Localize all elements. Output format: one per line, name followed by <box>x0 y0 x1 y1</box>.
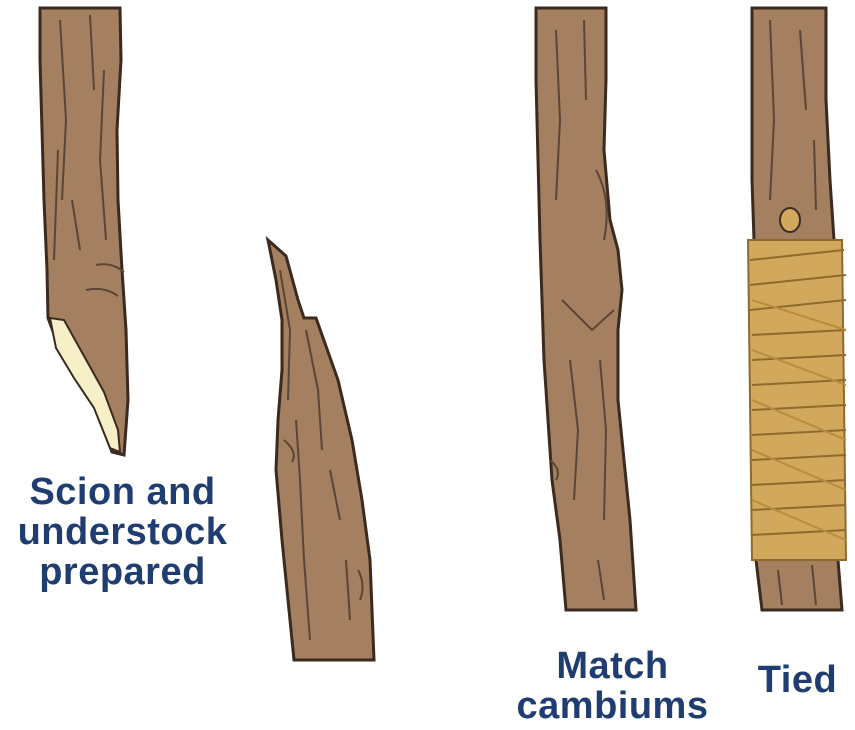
tied-caption: Tied <box>745 660 850 700</box>
matched-graft-stem <box>536 8 636 610</box>
caption-line: cambiums <box>500 686 725 726</box>
scion-prepared-caption: Scion and understock prepared <box>10 472 235 592</box>
caption-line: Tied <box>745 660 850 700</box>
caption-line: Scion and <box>10 472 235 512</box>
match-cambiums-caption: Match cambiums <box>500 646 725 726</box>
scion-stem <box>40 8 128 455</box>
tie-wrapping <box>748 240 846 560</box>
caption-line: understock <box>10 512 235 552</box>
caption-line: Match <box>500 646 725 686</box>
caption-line: prepared <box>10 552 235 592</box>
understock-stem <box>268 240 374 660</box>
